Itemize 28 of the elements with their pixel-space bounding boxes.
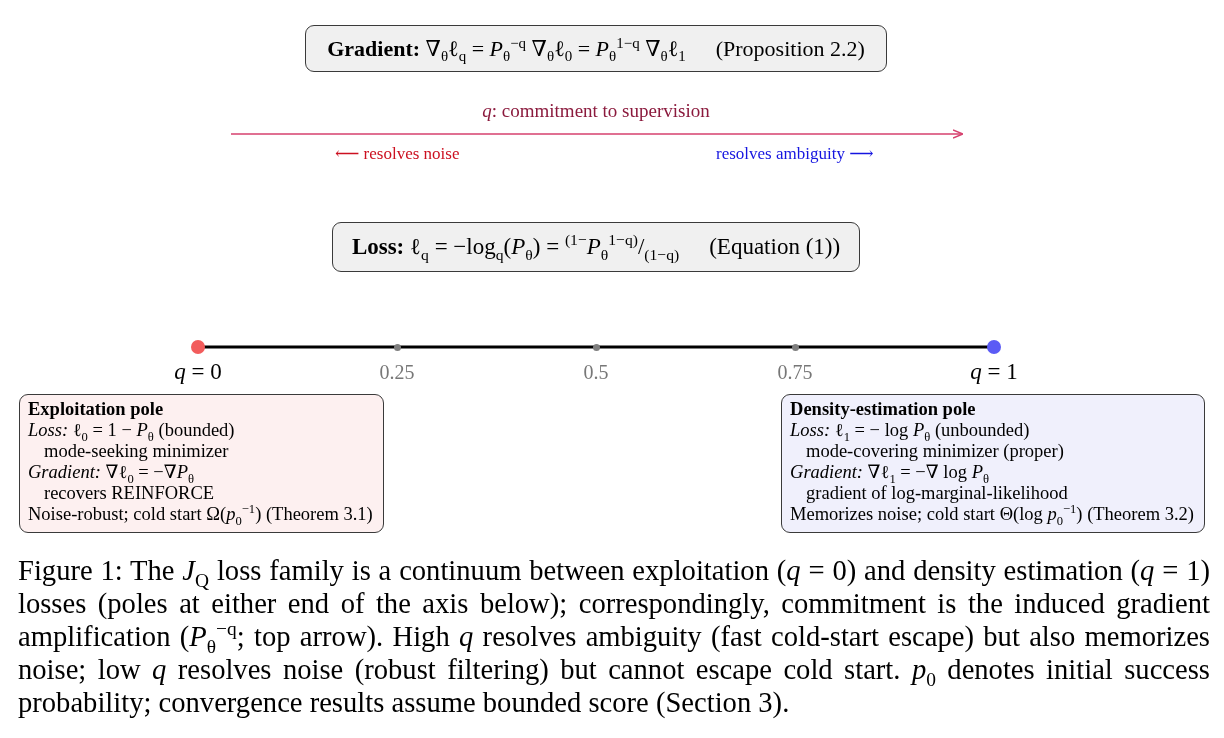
reference-text: (Equation (1)) <box>709 234 841 260</box>
formula-box <box>305 25 887 72</box>
text-line: Gradient: ∇ℓ$_{0}$ = −∇P$_{θ}$ <box>28 462 196 483</box>
tick-label: 0.75 <box>777 361 813 384</box>
text-line: mode-seeking minimizer <box>43 441 230 462</box>
text-line: Memorizes noise; cold start Θ(log p$_{0}$$^{−1}$) (Theorem 3.2) <box>790 504 1194 525</box>
box-heading: Exploitation pole <box>28 399 165 420</box>
text-line: Loss: ℓ$_{0}$ = 1 − P$_{θ}$ (bounded) <box>28 420 236 441</box>
text-line: mode-covering minimizer (proper) <box>805 441 1065 462</box>
arrow-label: q: commitment to supervision <box>482 100 710 122</box>
formula-text: Gradient: ∇$_{θ}$ℓ$_{q}$ = P$_{θ}$$^{−q}$ ∇$_{θ}$ℓ$_{0}$ = P$_{θ}$$^{1−q}$ ∇$_{θ}$ℓ$_{1}$ <box>327 35 686 62</box>
tick-label: 0.5 <box>583 361 609 384</box>
info-box <box>19 394 384 533</box>
tick-label: 0.25 <box>379 361 415 384</box>
direction-label: resolves ambiguity ⟶ <box>716 144 874 164</box>
figure-caption: Figure 1: The J$_{Q}$ loss family is a continuum between exploitation (q = 0) and density estimation (q = 1) losses (poles at either end of the axis below); correspondingly, commitment is the induced gradient amplification (P$_{θ}$$^{−q}$; top arrow). High q resolves ambiguity (fast cold-start escape) but also memorizes noise; low q resolves noise (robust filtering) but cannot escape cold start. p$_{0}$ denotes initial success probability; convergence results assume bounded score (Section 3). <box>18 554 1210 719</box>
box-heading: Density-estimation pole <box>790 399 977 420</box>
info-box <box>781 394 1205 533</box>
text-line: Gradient: ∇ℓ$_{1}$ = −∇ log P$_{θ}$ <box>790 462 990 483</box>
tick-label: q = 0 <box>174 359 222 386</box>
tick-label: q = 1 <box>970 359 1018 386</box>
text-line: Noise-robust; cold start Ω(p$_{0}$$^{−1}$) (Theorem 3.1) <box>28 504 373 525</box>
reference-text: (Proposition 2.2) <box>715 35 865 62</box>
direction-label: ⟵ resolves noise <box>335 144 460 164</box>
text-line: recovers REINFORCE <box>43 483 216 504</box>
text-line: gradient of log-marginal-likelihood <box>805 483 1069 504</box>
formula-box <box>332 222 860 272</box>
text-line: Loss: ℓ$_{1}$ = − log P$_{θ}$ (unbounded) <box>790 420 1031 441</box>
